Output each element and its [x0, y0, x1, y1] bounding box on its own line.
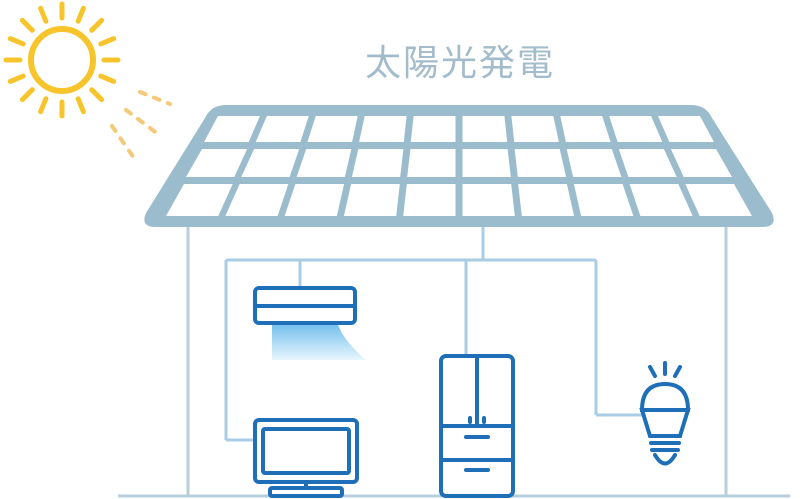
solar-panel-cell	[462, 149, 511, 177]
solar-panel-cell	[403, 184, 456, 216]
solar-panel-cell	[560, 116, 611, 142]
sun-ray	[98, 73, 117, 84]
solar-panel-cell	[296, 149, 352, 177]
air-conditioner-icon	[253, 286, 366, 360]
solar-panel-cell	[573, 184, 634, 216]
solar-panel-cell	[284, 184, 345, 216]
sun-ray	[89, 87, 105, 103]
sun-ray	[98, 36, 117, 47]
solar-panel-cell	[462, 116, 508, 142]
solar-panel-cell	[241, 149, 300, 177]
sun-ray	[7, 36, 26, 47]
solar-panel-cell	[511, 116, 559, 142]
solar-panel-cell	[518, 184, 575, 216]
solar-panel-cell	[166, 184, 233, 216]
solar-panel-cell	[629, 184, 693, 216]
solar-panel-cell	[225, 184, 289, 216]
sun-ray	[38, 96, 49, 115]
sun-ray	[19, 87, 35, 103]
wiring	[224, 227, 642, 442]
sun-ray	[7, 73, 26, 84]
sun-ray	[75, 96, 86, 115]
solar-panel-cell	[186, 149, 248, 177]
solar-panel-cell	[255, 116, 309, 142]
solar-panel-cell	[618, 149, 677, 177]
sun-ray	[38, 5, 49, 24]
solar-panel-cell	[462, 184, 515, 216]
ac-airflow	[272, 318, 366, 360]
solar-panel-cell	[359, 116, 407, 142]
solar-panel-cell	[204, 116, 260, 142]
sun-ray	[75, 5, 86, 24]
sun-icon	[3, 1, 121, 119]
solar-panel-cell	[670, 149, 732, 177]
solar-panel-roof	[144, 105, 774, 227]
light-bulb-icon	[639, 361, 691, 466]
sunlight-rays	[110, 90, 172, 160]
sun-ray	[19, 17, 35, 33]
sun-ray	[89, 17, 105, 33]
television-icon	[253, 418, 359, 498]
refrigerator-icon	[439, 354, 515, 498]
solar-panel-cell	[410, 116, 456, 142]
solar-panel-cell	[407, 149, 456, 177]
solar-panel-cell	[566, 149, 622, 177]
solar-panel-cell	[307, 116, 358, 142]
solar-panel-cell	[343, 184, 400, 216]
diagram-title: 太陽光発電	[364, 43, 555, 84]
solar-panel-cell	[609, 116, 663, 142]
solar-panel-cell	[351, 149, 404, 177]
solar-panel-cell	[658, 116, 714, 142]
solar-panel-cell	[685, 184, 752, 216]
solar-panel-cell	[514, 149, 567, 177]
